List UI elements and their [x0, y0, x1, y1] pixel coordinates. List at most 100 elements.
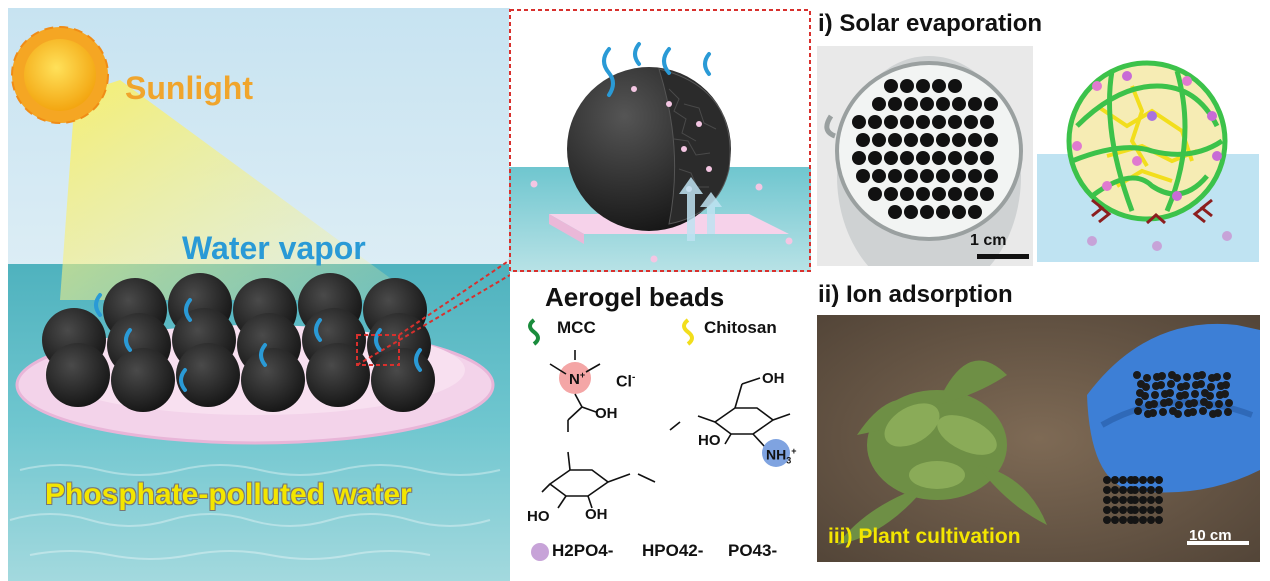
bead: [1159, 408, 1167, 416]
beaker-bead: [900, 79, 914, 93]
beaker-bead: [920, 205, 934, 219]
beaker-bead: [964, 187, 978, 201]
beaker-bead: [872, 169, 886, 183]
oh-label-mcc: OH: [585, 506, 608, 523]
beaker-bead: [984, 97, 998, 111]
bead: [1133, 371, 1141, 379]
beaker-bead: [948, 187, 962, 201]
beaker-bead: [936, 133, 950, 147]
bead: [1167, 380, 1175, 388]
beaker-bead: [856, 133, 870, 147]
beaker-bead: [952, 169, 966, 183]
bead: [1139, 496, 1147, 504]
beaker-bead: [856, 169, 870, 183]
sunlight-label: Sunlight: [125, 70, 253, 106]
bead: [1189, 408, 1197, 416]
beaker-bead: [888, 133, 902, 147]
bead: [1225, 399, 1233, 407]
beaker-bead: [920, 133, 934, 147]
quat-n-label: N+: [569, 370, 586, 388]
beaker-bead: [932, 115, 946, 129]
scale-bar-1cm: 1 cm: [970, 232, 1007, 249]
bead: [1131, 486, 1139, 494]
bead: [1181, 391, 1189, 399]
beaker-bead: [952, 97, 966, 111]
bead: [1103, 486, 1111, 494]
bead: [1103, 496, 1111, 504]
plant-cultivation-label: iii) Plant cultivation: [828, 525, 1021, 548]
beaker-bead: [852, 115, 866, 129]
beaker-bead: [904, 97, 918, 111]
bead: [1197, 380, 1205, 388]
bead: [1143, 374, 1151, 382]
bead: [1147, 486, 1155, 494]
beaker-bead: [900, 115, 914, 129]
aerogel-bead: [306, 343, 370, 407]
beaker-bead: [980, 151, 994, 165]
bead: [1111, 486, 1119, 494]
mcc-legend-icon: [528, 318, 540, 346]
ion-dot: [1222, 231, 1232, 241]
ion-po4: PO43-: [728, 541, 778, 560]
chitosan-legend-icon: [682, 318, 694, 346]
bead: [1149, 409, 1157, 417]
beaker-bead: [984, 169, 998, 183]
bead: [1215, 400, 1223, 408]
beaker-bead: [948, 79, 962, 93]
bead: [1139, 506, 1147, 514]
ion-adsorption-title: ii) Ion adsorption: [818, 281, 1013, 308]
beaker-bead: [868, 187, 882, 201]
beaker-bead: [932, 187, 946, 201]
ion-dot: [1207, 111, 1217, 121]
bead: [1134, 407, 1142, 415]
beaker-bead: [904, 133, 918, 147]
bead: [1139, 486, 1147, 494]
bead: [1119, 496, 1127, 504]
ion-dot: [1092, 81, 1102, 91]
bead: [1111, 516, 1119, 524]
bead: [1198, 371, 1206, 379]
beaker-bead: [916, 79, 930, 93]
beaker-beads: [852, 79, 998, 219]
beaker-bead: [968, 205, 982, 219]
bead: [1174, 410, 1182, 418]
beaker-bead: [884, 115, 898, 129]
bead: [1119, 516, 1127, 524]
sun-icon: [11, 26, 109, 124]
bead: [1173, 374, 1181, 382]
oh-label-chitosan: OH: [762, 370, 785, 387]
ion-dot: [1182, 76, 1192, 86]
bead: [1147, 476, 1155, 484]
bead: [1175, 401, 1183, 409]
beaker-bead: [884, 151, 898, 165]
bead: [1224, 408, 1232, 416]
bead: [1222, 381, 1230, 389]
water-vapor-label: Water vapor: [182, 230, 366, 266]
bead: [1213, 373, 1221, 381]
aerogel-bead: [176, 343, 240, 407]
bead: [1103, 476, 1111, 484]
beaker-bead: [984, 133, 998, 147]
beaker-bead: [872, 97, 886, 111]
nh3-label: NH3+: [766, 446, 797, 466]
aerogel-bead: [46, 343, 110, 407]
bead: [1131, 476, 1139, 484]
bead: [1223, 372, 1231, 380]
beaker-bead: [888, 169, 902, 183]
ho-label-mcc: HO: [527, 508, 550, 525]
bead: [1155, 476, 1163, 484]
bead: [1155, 486, 1163, 494]
bead: [1206, 392, 1214, 400]
ion-dot: [1212, 151, 1222, 161]
beaker-bead: [932, 79, 946, 93]
bead: [1103, 516, 1111, 524]
bead: [1182, 382, 1190, 390]
bead: [1221, 390, 1229, 398]
bead-network-illustration: [1037, 46, 1259, 262]
ho-label-chitosan: HO: [698, 432, 721, 449]
beaker-bead: [868, 115, 882, 129]
ion-dot: [1147, 111, 1157, 121]
beaker-bead: [932, 151, 946, 165]
bead: [1151, 391, 1159, 399]
